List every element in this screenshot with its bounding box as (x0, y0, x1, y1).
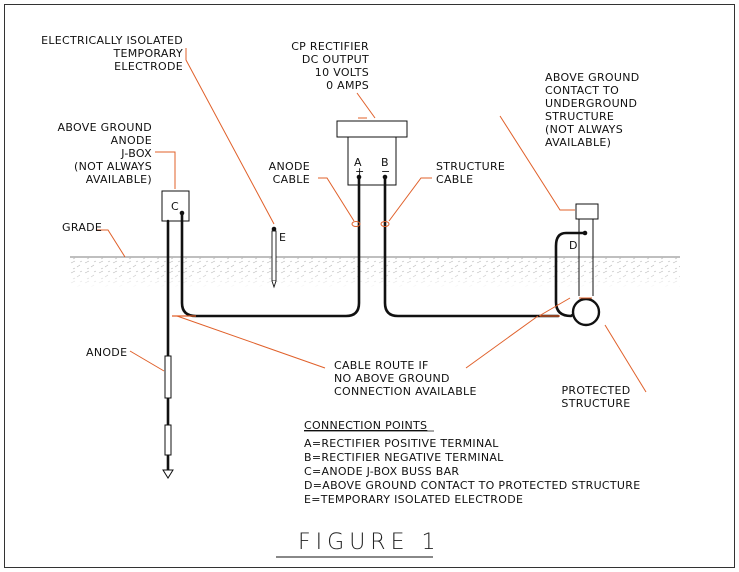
page-frame (4, 4, 735, 568)
cable-route-label: CABLE ROUTE IF NO ABOVE GROUND CONNECTIO… (334, 359, 477, 398)
jbox-label: ABOVE GROUND ANODE J-BOX (NOT ALWAYS AVA… (58, 121, 153, 186)
point-e-label: E (279, 231, 286, 244)
svg-text:10 VOLTS: 10 VOLTS (315, 66, 369, 79)
protected-structure-label: PROTECTED STRUCTURE (561, 384, 630, 410)
svg-text:STRUCTURE: STRUCTURE (545, 110, 614, 123)
svg-text:TEMPORARY: TEMPORARY (112, 47, 183, 60)
svg-text:ABOVE GROUND: ABOVE GROUND (545, 71, 640, 84)
svg-text:CONTACT TO: CONTACT TO (545, 84, 619, 97)
anode-cable-label: ANODE CABLE (269, 160, 310, 186)
svg-text:STRUCTURE: STRUCTURE (561, 397, 630, 410)
svg-text:NO ABOVE GROUND: NO ABOVE GROUND (334, 372, 450, 385)
protected-pipe (571, 297, 601, 327)
svg-text:(NOT ALWAYS: (NOT ALWAYS (74, 160, 152, 173)
legend-item: E=TEMPORARY ISOLATED ELECTRODE (304, 493, 523, 506)
svg-text:DC OUTPUT: DC OUTPUT (302, 53, 369, 66)
svg-text:STRUCTURE: STRUCTURE (436, 160, 505, 173)
svg-text:ANODE: ANODE (111, 134, 152, 147)
minus-sign: − (381, 165, 391, 178)
anode-cable-marker (351, 221, 361, 227)
svg-text:UNDERGROUND: UNDERGROUND (545, 97, 637, 110)
above-ground-contact-label: ABOVE GROUND CONTACT TO UNDERGROUND STRU… (545, 71, 640, 149)
legend-item: C=ANODE J-BOX BUSS BAR (304, 465, 459, 478)
ground (70, 256, 680, 288)
svg-text:AVAILABLE): AVAILABLE) (86, 173, 152, 186)
svg-text:CABLE: CABLE (436, 173, 473, 186)
structure-cable-marker (380, 221, 390, 227)
legend-item: B=RECTIFIER NEGATIVE TERMINAL (304, 451, 504, 464)
svg-text:CP RECTIFIER: CP RECTIFIER (291, 40, 369, 53)
plus-sign: + (355, 165, 365, 178)
figure-caption: FIGURE 1 (298, 530, 440, 555)
point-c-label: C (171, 200, 179, 213)
rectifier-label: CP RECTIFIER DC OUTPUT 10 VOLTS 0 AMPS (291, 40, 369, 92)
connection-points-legend: CONNECTION POINTS A=RECTIFIER POSITIVE T… (304, 419, 640, 506)
svg-text:(NOT ALWAYS: (NOT ALWAYS (545, 123, 623, 136)
structure-cable-label: STRUCTURE CABLE (436, 160, 505, 186)
svg-text:ANODE: ANODE (269, 160, 310, 173)
svg-text:J-BOX: J-BOX (120, 147, 152, 160)
electrode-label: ELECTRICALLY ISOLATED TEMPORARY ELECTROD… (41, 34, 183, 73)
legend-item: D=ABOVE GROUND CONTACT TO PROTECTED STRU… (304, 479, 640, 492)
svg-text:ABOVE GROUND: ABOVE GROUND (58, 121, 153, 134)
point-d-label: D (569, 239, 578, 252)
svg-text:CABLE: CABLE (273, 173, 310, 186)
legend-title: CONNECTION POINTS (304, 419, 427, 432)
legend-item: A=RECTIFIER POSITIVE TERMINAL (304, 437, 499, 450)
grade-label: GRADE (62, 221, 102, 234)
point-a-label: A (354, 156, 362, 169)
svg-text:ELECTRODE: ELECTRODE (114, 60, 183, 73)
leader-lines (97, 48, 647, 393)
svg-text:0 AMPS: 0 AMPS (326, 79, 369, 92)
svg-text:CABLE ROUTE IF: CABLE ROUTE IF (334, 359, 429, 372)
svg-text:PROTECTED: PROTECTED (561, 384, 630, 397)
point-b-label: B (381, 156, 389, 169)
anode-label: ANODE (86, 346, 127, 359)
cables (166, 175, 587, 472)
temporary-electrode (271, 226, 277, 289)
svg-text:ELECTRICALLY ISOLATED: ELECTRICALLY ISOLATED (41, 34, 183, 47)
down-arrow-icon (162, 469, 174, 479)
anode-elements (162, 355, 174, 479)
svg-text:CONNECTION AVAILABLE: CONNECTION AVAILABLE (334, 385, 477, 398)
svg-text:AVAILABLE): AVAILABLE) (545, 136, 611, 149)
